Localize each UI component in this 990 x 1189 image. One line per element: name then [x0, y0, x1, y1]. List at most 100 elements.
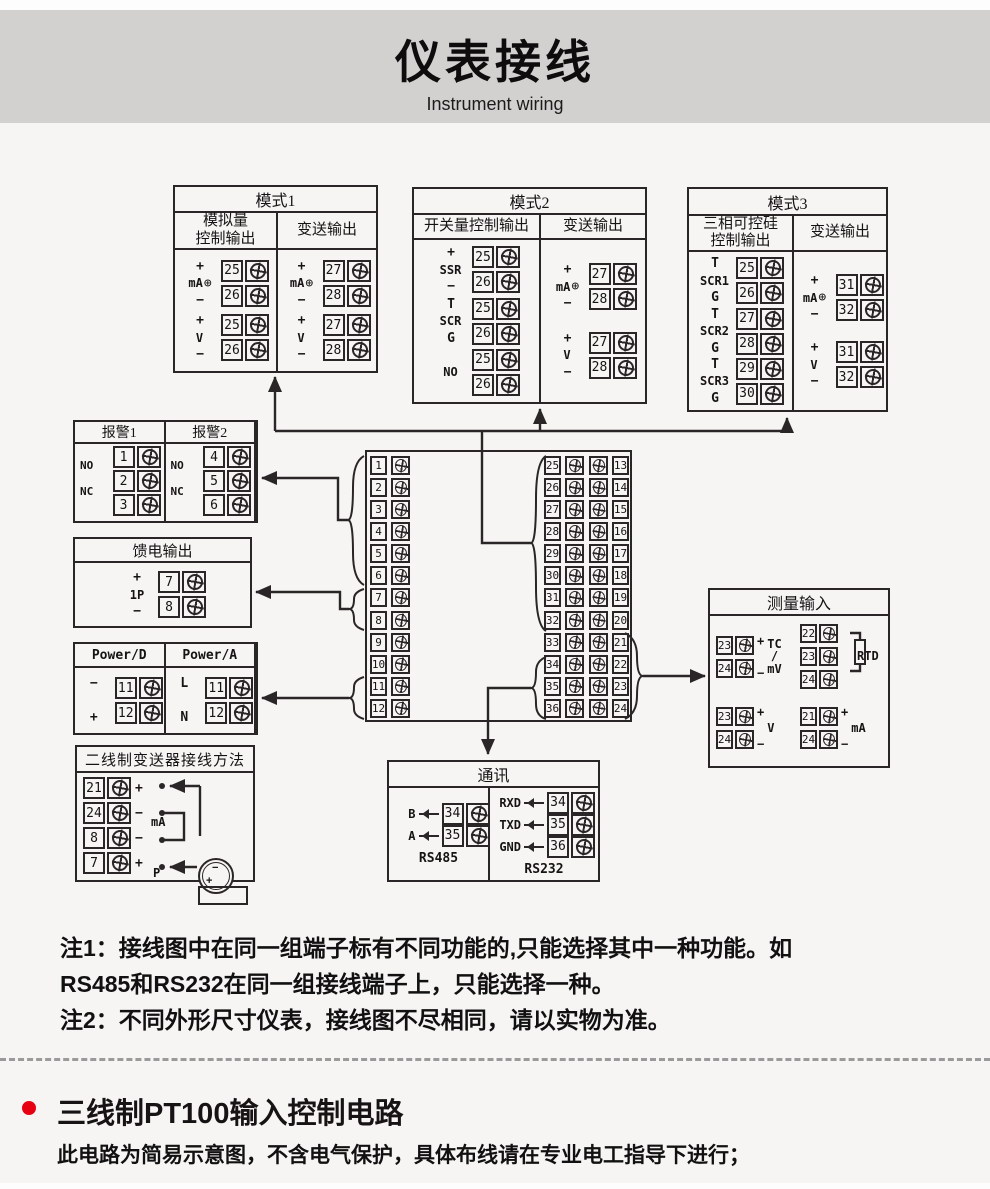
- col-header: 模拟量控制输出: [175, 213, 276, 250]
- note-line: 注2：不同外形尺寸仪表，接线图不尽相同，请以实物为准。: [60, 1007, 671, 1033]
- mode2-right-groups: +mA⊕− 27 28 +V− 27 28: [541, 240, 645, 402]
- screw-terminal-icon: [496, 246, 520, 269]
- screw-terminal-icon: [182, 596, 206, 618]
- mode1-box: 模式1 模拟量控制输出 +mA⊕− 25 26 +V− 25: [173, 185, 378, 373]
- terminal-number: 24: [800, 730, 817, 749]
- terminal-number: 36: [547, 835, 569, 858]
- terminal-number: 4: [203, 446, 225, 468]
- box-title: 馈电输出: [75, 539, 250, 563]
- screw-terminal-icon: [588, 588, 608, 608]
- screw-terminal-icon: [136, 494, 161, 516]
- terminal-number: 20: [611, 610, 629, 630]
- terminal-number: 12: [205, 702, 228, 724]
- screw-terminal-icon: [245, 314, 269, 337]
- tc-mv-group: 23 24 +− TC/mV: [716, 633, 782, 680]
- screw-terminal-icon: [612, 331, 637, 354]
- screw-terminal-icon: [819, 707, 838, 726]
- screw-terminal-icon: [612, 288, 637, 311]
- terminal-group: +mA⊕− 27 28: [284, 259, 371, 307]
- nc-contact-label: NC: [170, 485, 184, 498]
- feed-output-box: 馈电输出 +1P− 7 8: [73, 537, 252, 628]
- terminal-number: 21: [800, 707, 817, 726]
- alarm-column: 报警2 NO NC 4 5 6: [165, 422, 256, 521]
- terminal-group: NO 25 26: [433, 348, 520, 396]
- terminal-number: 26: [472, 322, 494, 345]
- bullet-icon: [22, 1101, 36, 1115]
- rtd-group: 22 23 24 RTD: [800, 624, 886, 689]
- terminal-number: 27: [322, 314, 345, 337]
- screw-terminal-icon: [227, 470, 251, 492]
- screw-terminal-icon: [565, 632, 585, 652]
- screw-terminal-icon: [571, 813, 595, 836]
- no-contact-label: NO: [170, 459, 184, 472]
- terminal-number: 25: [472, 348, 494, 371]
- note-line: RS485和RS232在同一组接线端子上，只能选择一种。: [60, 971, 615, 997]
- terminal-number: 5: [203, 470, 225, 492]
- terminal-number: 11: [205, 677, 228, 699]
- terminal-number: 27: [322, 259, 345, 282]
- col-header: 三相可控硅控制输出: [689, 216, 792, 252]
- rs485-label: RS485: [418, 850, 459, 866]
- terminal-number: 23: [716, 707, 733, 726]
- terminal-number: 31: [544, 588, 561, 608]
- terminal-number: 36: [544, 698, 561, 718]
- terminal-number: 30: [736, 382, 758, 405]
- terminal-number: 18: [611, 566, 629, 586]
- terminal-group: +V− 27 28: [550, 331, 637, 379]
- terminal-number: 28: [736, 332, 758, 355]
- screw-terminal-icon: [391, 698, 410, 718]
- rs232-label: RS232: [524, 861, 564, 877]
- title-band: 仪表接线 Instrument wiring: [0, 10, 990, 123]
- terminal-number: 4: [370, 522, 387, 542]
- terminal-number: 25: [221, 259, 243, 282]
- screw-terminal-icon: [565, 610, 585, 630]
- screw-terminal-icon: [588, 632, 608, 652]
- terminal-row: 7 +: [83, 852, 147, 874]
- terminal-row: 12: [370, 698, 410, 718]
- terminal-number: 24: [83, 802, 105, 824]
- terminal-number: 28: [322, 284, 345, 307]
- screw-terminal-icon: [760, 257, 784, 280]
- terminal-row: 21 +: [83, 777, 147, 799]
- terminal-number: 14: [611, 478, 629, 498]
- screw-terminal-icon: [346, 284, 371, 307]
- terminal-row: 3: [370, 500, 410, 520]
- terminal-group: +V− 27 28: [284, 314, 371, 362]
- screw-terminal-icon: [565, 522, 585, 542]
- screw-terminal-icon: [346, 259, 371, 282]
- box-title: 模式1: [175, 187, 376, 213]
- terminal-number: 10: [370, 654, 387, 674]
- screw-terminal-icon: [565, 456, 585, 475]
- screw-terminal-icon: [245, 339, 269, 362]
- terminal-row: 6: [370, 566, 410, 586]
- screw-terminal-icon: [859, 299, 884, 321]
- terminal-number: 33: [544, 632, 561, 652]
- screw-terminal-icon: [391, 500, 410, 520]
- terminal-number: 25: [472, 297, 494, 320]
- comm-row: B 34: [388, 802, 490, 825]
- terminal-number: 11: [370, 676, 387, 696]
- screw-terminal-icon: [496, 297, 520, 320]
- arrow-left-icon: [524, 841, 544, 852]
- comm-row: RXD 34: [493, 791, 595, 814]
- screw-terminal-icon: [760, 382, 784, 405]
- p-label: P: [153, 866, 161, 880]
- screw-terminal-icon: [465, 802, 490, 825]
- screw-terminal-icon: [760, 282, 784, 305]
- box-title: 通讯: [389, 762, 598, 788]
- screw-terminal-icon: [565, 676, 585, 696]
- terminal-number: 5: [370, 544, 387, 564]
- transmitter-icon: −+: [198, 858, 248, 905]
- screw-terminal-icon: [588, 522, 608, 542]
- screw-terminal-icon: [565, 478, 585, 498]
- screw-terminal-icon: [136, 446, 161, 468]
- terminal-number: 27: [588, 263, 611, 286]
- center-terminal-block: 1 2 3 4 5 6 7 8 9 10 11 12: [365, 450, 632, 722]
- screw-terminal-icon: [588, 566, 608, 586]
